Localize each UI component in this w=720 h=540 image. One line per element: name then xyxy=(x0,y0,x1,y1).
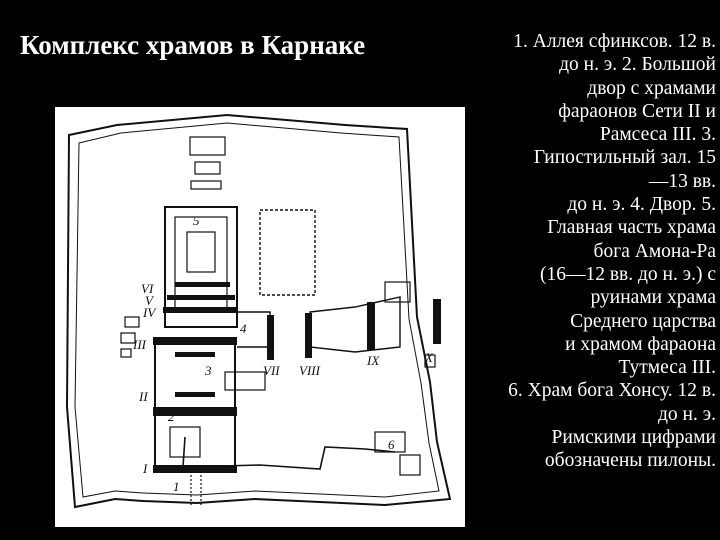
label-pylon-vi: VI xyxy=(141,281,154,296)
label-pylon-v: V xyxy=(145,293,155,308)
slide-title: Комплекс храмов в Карнаке xyxy=(20,30,366,60)
label-3: 3 xyxy=(204,363,212,378)
label-pylon-viii: VIII xyxy=(299,363,321,378)
label-6: 6 xyxy=(388,437,395,452)
north-east-temple xyxy=(384,281,411,303)
caption-line: обозначены пилоны. xyxy=(544,450,716,472)
enclosure-wall-inner xyxy=(74,122,440,498)
label-pylon-ix: IX xyxy=(366,353,380,368)
caption-line: до н. э. xyxy=(658,403,716,425)
label-pylon-iv: IV xyxy=(142,305,157,320)
caption-line: и храмом фараона xyxy=(565,333,716,355)
pylon-viii xyxy=(305,313,312,358)
pylon-vii xyxy=(267,315,274,360)
caption-line: бога Амона-Ра xyxy=(593,240,716,262)
north-structure-3 xyxy=(190,180,222,190)
caption-line: Гипостильный зал. 15 xyxy=(533,147,716,169)
caption-line: (16—12 вв. до н. э.) с xyxy=(539,263,716,285)
caption-line: Рамсеса III. 3. xyxy=(599,124,716,146)
label-5: 5 xyxy=(193,213,200,228)
ramesses-temple xyxy=(169,426,201,458)
north-structure-2 xyxy=(194,161,221,175)
temple-plan-svg: 1 2 3 4 5 6 I II III IV V VI VII VIII IX… xyxy=(65,113,452,509)
label-2: 2 xyxy=(168,409,175,424)
pylon-x xyxy=(433,299,441,344)
pylon-ii xyxy=(153,407,237,416)
caption-line: до н. э. 2. Большой xyxy=(559,54,716,76)
label-pylon-i: I xyxy=(142,461,148,476)
caption-line: руинами храма xyxy=(590,287,716,309)
amun-sanctuary xyxy=(186,231,216,273)
label-1: 1 xyxy=(173,479,180,494)
caption-line: 1. Аллея сфинксов. 12 в. xyxy=(513,31,716,52)
caption-line: фараонов Сети II и xyxy=(558,100,716,122)
east-temples xyxy=(237,296,401,353)
pylon-iii xyxy=(153,337,237,345)
label-pylon-x: X xyxy=(424,350,434,365)
sphinx-avenue xyxy=(190,467,202,507)
enclosure-wall xyxy=(65,113,452,509)
amun-temple-precinct xyxy=(164,206,238,328)
west-structure-1 xyxy=(124,316,140,328)
caption-line: Главная часть храма xyxy=(547,217,716,239)
pylon-v xyxy=(167,295,235,300)
label-pylon-vii: VII xyxy=(263,363,280,378)
temple-plan-diagram: 1 2 3 4 5 6 I II III IV V VI VII VIII IX… xyxy=(55,107,465,527)
caption-line: Тутмеса III. xyxy=(618,357,716,379)
hypostyle-columns xyxy=(175,352,215,357)
pylon-i xyxy=(153,465,237,473)
pylon-ix xyxy=(367,302,375,350)
pylon-vi xyxy=(175,282,230,287)
caption-line: двор с храмами xyxy=(587,77,716,99)
west-structure-2 xyxy=(120,332,136,344)
pylon-iv xyxy=(163,307,238,313)
east-building-1 xyxy=(424,354,436,368)
caption-line: 6. Храм бога Хонсу. 12 в. xyxy=(508,380,716,402)
great-court xyxy=(154,411,236,468)
label-pylon-ii: II xyxy=(138,389,148,404)
khonsu-annex xyxy=(399,454,421,476)
caption-line: до н. э. 4. Двор. 5. xyxy=(567,194,716,216)
sacred-lake xyxy=(259,209,316,296)
legend-caption: 1. Аллея сфинксов. 12 в.до н. э. 2. Боль… xyxy=(466,30,716,473)
south-small-temple xyxy=(224,371,266,391)
court-columns xyxy=(175,392,215,397)
west-structure-3 xyxy=(120,348,132,358)
caption-line: Римскими цифрами xyxy=(551,427,716,449)
south-wall xyxy=(182,436,396,470)
north-structure-1 xyxy=(189,136,226,156)
label-4: 4 xyxy=(240,321,247,336)
khonsu-temple xyxy=(374,431,406,453)
caption-line: —13 вв. xyxy=(648,170,716,192)
label-pylon-iii: III xyxy=(132,337,147,352)
caption-line: Среднего царства xyxy=(570,310,716,332)
